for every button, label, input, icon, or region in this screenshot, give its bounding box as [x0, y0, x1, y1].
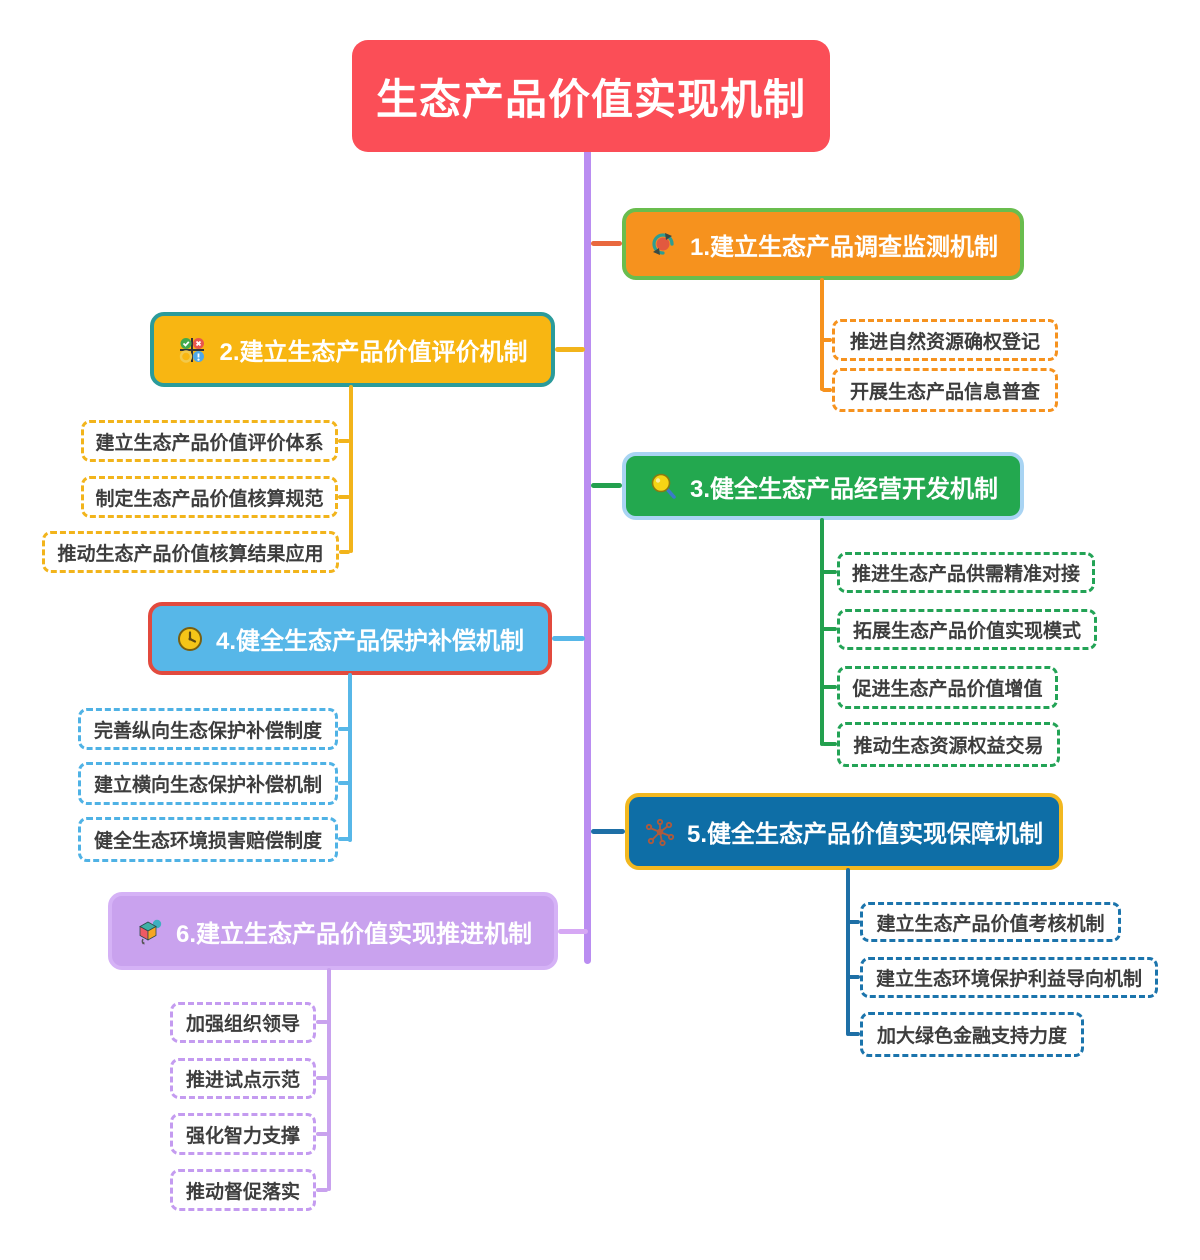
root-node[interactable]: 生态产品价值实现机制: [352, 40, 830, 152]
branch-node-5[interactable]: 5.健全生态产品价值实现保障机制: [625, 793, 1063, 870]
branch2-child-stub: [339, 550, 350, 554]
branch1-child-stub: [822, 338, 832, 342]
cube-icon: [134, 916, 164, 946]
refresh-sync-icon: [648, 229, 678, 259]
child-label: 加强组织领导: [185, 1014, 300, 1035]
trunk-line: [584, 152, 591, 964]
child-label: 建立生态产品价值考核机制: [876, 913, 1105, 935]
branch-label: 4.健全生态产品保护补偿机制: [215, 628, 524, 655]
branch-label: 2.建立生态产品价值评价机制: [219, 339, 528, 366]
child-node[interactable]: 制定生态产品价值核算规范: [81, 476, 338, 518]
branch3-child-stub: [822, 742, 837, 746]
branch5-dropline: [846, 868, 850, 1036]
branch-label: 5.健全生态产品价值实现保障机制: [686, 821, 1043, 848]
branch1-child-stub: [822, 388, 832, 392]
child-node[interactable]: 建立横向生态保护补偿机制: [78, 762, 338, 805]
branch-node-1[interactable]: 1.建立生态产品调查监测机制: [622, 208, 1024, 280]
child-label: 促进生态产品价值增值: [852, 679, 1043, 700]
branch6-child-stub: [316, 1188, 328, 1192]
child-label: 完善纵向生态保护补偿制度: [93, 720, 322, 742]
branch5-child-stub: [848, 920, 860, 924]
branch2-dropline: [349, 385, 353, 553]
magnifier-icon: [648, 471, 678, 501]
child-node[interactable]: 建立生态环境保护利益导向机制: [860, 957, 1158, 998]
child-label: 加大绿色金融支持力度: [876, 1026, 1067, 1047]
branch6-child-stub: [316, 1076, 328, 1080]
child-label: 推动生态资源权益交易: [853, 736, 1044, 757]
child-label: 建立生态产品价值评价体系: [95, 432, 324, 454]
child-label: 推进生态产品供需精准对接: [851, 564, 1080, 585]
branch4-child-stub: [338, 837, 350, 841]
child-node[interactable]: 完善纵向生态保护补偿制度: [78, 708, 338, 750]
child-label: 开展生态产品信息普查: [849, 381, 1040, 403]
child-node[interactable]: 推动生态产品价值核算结果应用: [42, 531, 339, 573]
child-label: 建立横向生态保护补偿机制: [93, 775, 322, 796]
child-node[interactable]: 建立生态产品价值考核机制: [860, 902, 1121, 942]
child-label: 制定生态产品价值核算规范: [95, 488, 324, 510]
child-label: 推进自然资源确权登记: [849, 331, 1040, 353]
child-node[interactable]: 推动督促落实: [170, 1169, 316, 1211]
child-label: 推动生态产品价值核算结果应用: [57, 543, 324, 565]
child-node[interactable]: 建立生态产品价值评价体系: [81, 420, 338, 462]
branch-label: 3.健全生态产品经营开发机制: [689, 475, 998, 503]
branch3-connector: [591, 483, 622, 488]
child-node[interactable]: 加大绿色金融支持力度: [860, 1012, 1084, 1057]
child-node[interactable]: 强化智力支撑: [170, 1113, 316, 1155]
child-label: 健全生态环境损害赔偿制度: [93, 831, 322, 852]
branch-node-6[interactable]: 6.建立生态产品价值实现推进机制: [108, 892, 558, 970]
branch2-child-stub: [338, 439, 350, 443]
branch2-connector: [555, 347, 585, 352]
child-label: 强化智力支撑: [185, 1125, 300, 1147]
branch5-connector: [591, 829, 625, 834]
child-node[interactable]: 开展生态产品信息普查: [832, 368, 1058, 412]
child-label: 推动督促落实: [185, 1181, 300, 1203]
root-title: 生态产品价值实现机制: [375, 75, 806, 123]
branch3-child-stub: [822, 685, 837, 689]
child-node[interactable]: 推进生态产品供需精准对接: [837, 552, 1095, 593]
branch4-dropline: [348, 673, 352, 842]
branch1-dropline: [820, 278, 824, 391]
branch3-child-stub: [822, 570, 837, 574]
branch4-connector: [552, 636, 585, 641]
branch-label: 6.建立生态产品价值实现推进机制: [175, 920, 532, 948]
branch6-child-stub: [316, 1020, 328, 1024]
branch5-child-stub: [848, 1032, 860, 1036]
child-node[interactable]: 健全生态环境损害赔偿制度: [78, 817, 338, 862]
branch6-connector: [558, 929, 588, 934]
child-node[interactable]: 推动生态资源权益交易: [837, 722, 1060, 767]
branch2-child-stub: [338, 495, 350, 499]
child-node[interactable]: 促进生态产品价值增值: [837, 666, 1058, 709]
branch-node-3[interactable]: 3.健全生态产品经营开发机制: [622, 452, 1024, 520]
child-node[interactable]: 推进试点示范: [170, 1058, 316, 1099]
branch1-connector: [591, 241, 622, 246]
branch5-child-stub: [848, 975, 860, 979]
branch6-dropline: [327, 968, 331, 1191]
child-label: 推进试点示范: [185, 1070, 300, 1091]
branch-node-2[interactable]: 2.建立生态产品价值评价机制: [150, 312, 555, 387]
child-node[interactable]: 加强组织领导: [170, 1002, 316, 1043]
branch3-dropline: [820, 518, 824, 746]
child-node[interactable]: 拓展生态产品价值实现模式: [837, 609, 1097, 650]
child-label: 建立生态环境保护利益导向机制: [875, 969, 1142, 990]
clock-icon: [176, 625, 204, 653]
status-grid-icon: [177, 335, 207, 365]
branch-node-4[interactable]: 4.健全生态产品保护补偿机制: [148, 602, 552, 675]
branch3-child-stub: [822, 627, 837, 631]
branch-label: 1.建立生态产品调查监测机制: [689, 233, 998, 261]
branch4-child-stub: [338, 727, 350, 731]
branch6-child-stub: [316, 1132, 328, 1136]
child-node[interactable]: 推进自然资源确权登记: [832, 319, 1058, 361]
branch4-child-stub: [338, 781, 350, 785]
network-icon: [645, 817, 675, 847]
child-label: 拓展生态产品价值实现模式: [852, 621, 1081, 642]
